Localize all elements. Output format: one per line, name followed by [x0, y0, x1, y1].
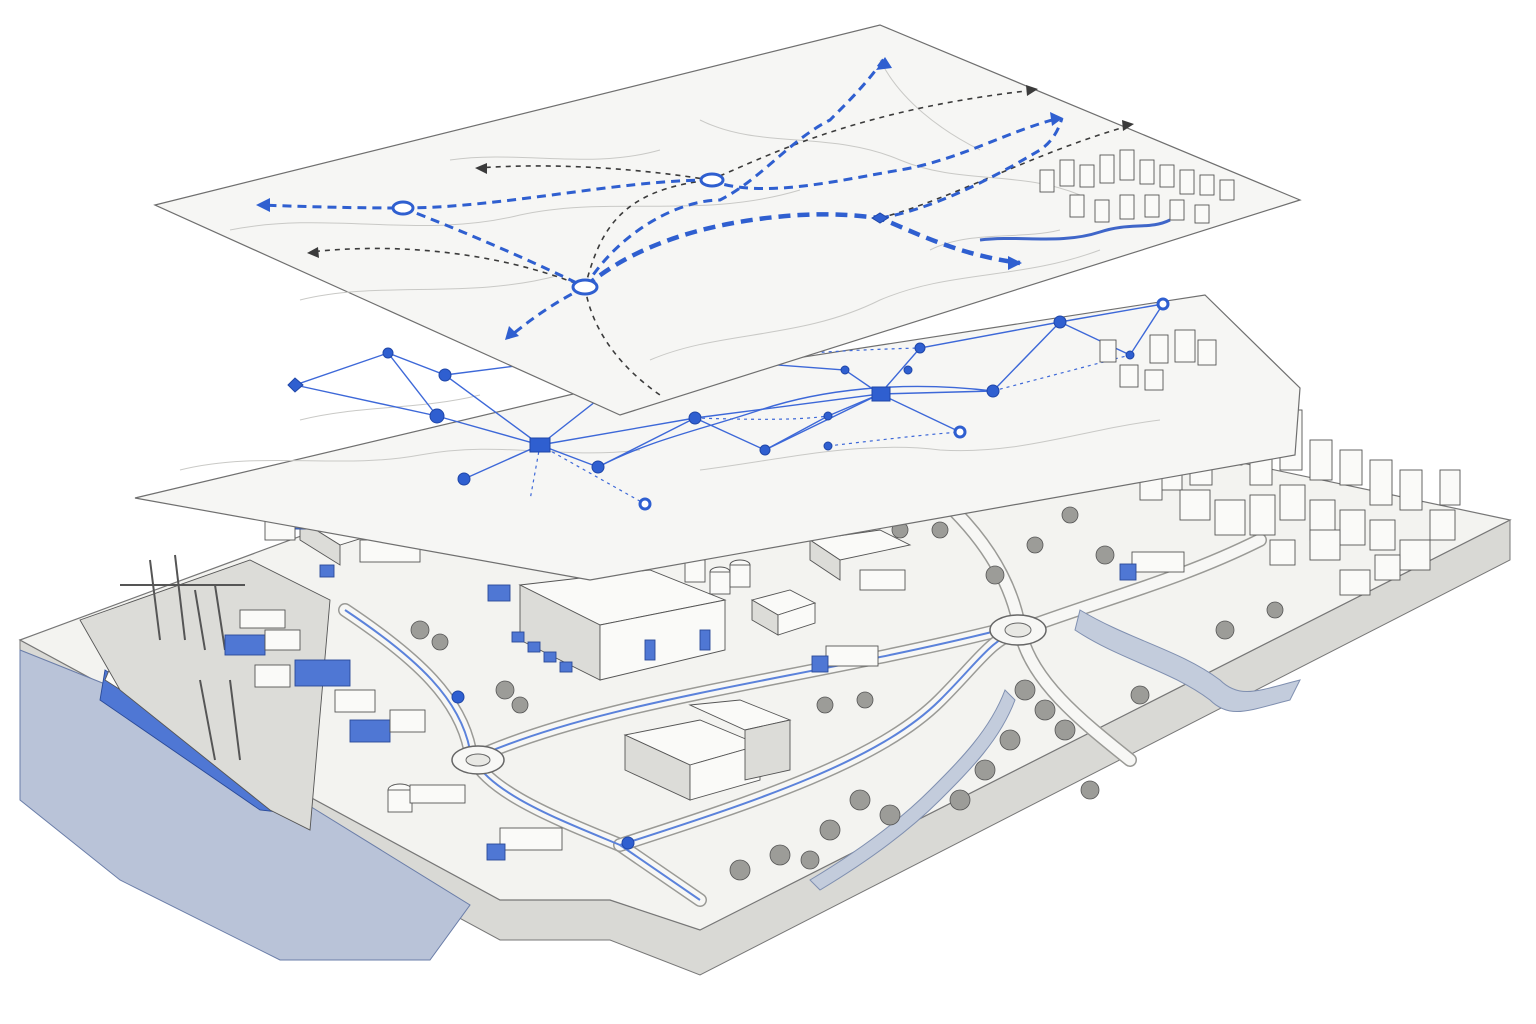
- routes-sheet-map-texture: [229, 59, 1101, 361]
- small-depot: [750, 589, 817, 636]
- secondary-routes: [309, 89, 1133, 396]
- river: [809, 609, 1301, 891]
- network-node: [823, 441, 833, 451]
- network-node: [759, 444, 771, 456]
- route-nodes: [391, 172, 889, 296]
- storage-tanks: [684, 554, 751, 595]
- network-node: [1125, 350, 1135, 360]
- hub-node: [287, 377, 304, 393]
- network-links: [294, 303, 1164, 505]
- route-node: [699, 172, 725, 188]
- routes-sheet-river: [979, 218, 1171, 242]
- network-node: [457, 472, 471, 486]
- hub-node: [871, 386, 891, 402]
- network-sheet-city: [1099, 329, 1217, 391]
- primary-routes: [259, 56, 1064, 340]
- central-warehouse: [487, 569, 727, 681]
- network-node: [914, 342, 926, 354]
- network-node: [438, 368, 452, 382]
- terminal-node: [638, 497, 652, 511]
- network-node: [429, 408, 445, 424]
- network-node: [688, 411, 702, 425]
- network-node: [1053, 315, 1067, 329]
- routes-sheet-city: [1039, 149, 1235, 224]
- roundabouts: [451, 614, 1047, 850]
- delivery-trucks: [319, 551, 1185, 861]
- network-node: [591, 460, 605, 474]
- container-stacks: [224, 609, 426, 743]
- route-hub-node: [871, 212, 889, 224]
- port-cranes: [120, 554, 245, 761]
- physical-infrastructure-layer: [18, 409, 1512, 976]
- network-node: [382, 347, 394, 359]
- origin-node: [571, 278, 599, 296]
- hub-node: [529, 437, 551, 453]
- network-node: [903, 365, 913, 375]
- network-node: [823, 411, 833, 421]
- network-node: [840, 365, 850, 375]
- network-node: [986, 384, 1000, 398]
- terminal-node: [953, 425, 967, 439]
- route-node: [391, 200, 415, 216]
- terminal-node: [1156, 297, 1170, 311]
- strategic-routes-layer: [153, 24, 1302, 416]
- warehouse-cluster-bottom: [387, 699, 792, 813]
- route-arrowheads: [256, 57, 1134, 340]
- routes-sheet: [153, 24, 1302, 416]
